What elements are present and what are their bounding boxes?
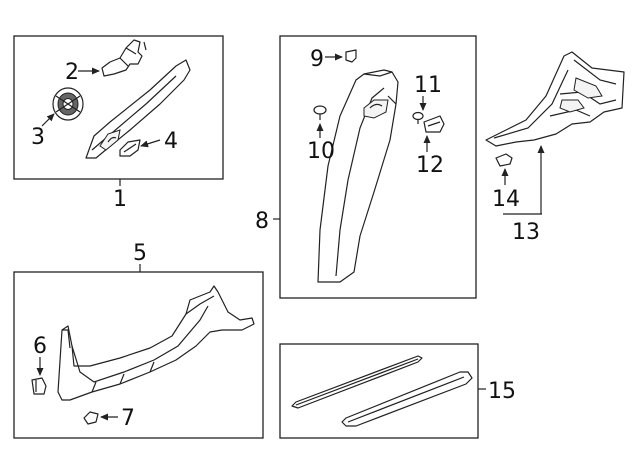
part-4-cap: [119, 139, 141, 157]
part-11-screw: [412, 111, 424, 124]
callout-12: 12: [416, 153, 444, 178]
callout-15: 15: [488, 379, 516, 404]
callout-8: 8: [255, 209, 269, 234]
sill-strip-right: [341, 371, 473, 427]
part-9-clip: [345, 49, 357, 63]
part-6-clip: [31, 377, 47, 395]
callout-9: 9: [310, 47, 324, 72]
callout-6: 6: [33, 334, 47, 359]
callout-2: 2: [65, 60, 79, 85]
group-8-box: 8: [255, 35, 477, 299]
part-7-clip: [83, 411, 99, 425]
callout-7: 7: [121, 406, 135, 431]
a-pillar-trim-panel: [85, 59, 191, 159]
part-3-speaker-grille: [52, 87, 84, 121]
callout-13: 13: [512, 220, 540, 245]
sill-strip-left: [291, 355, 423, 409]
part-10-clip: [313, 105, 327, 120]
group-5-box: 5: [13, 241, 264, 439]
part-12-cover: [423, 115, 445, 133]
group-1-box: 1: [13, 35, 224, 212]
quarter-trim-panel: [485, 51, 625, 147]
part-14-clip: [495, 153, 513, 167]
part-2-clip: [101, 39, 147, 77]
scuff-plate-panel: [57, 285, 255, 401]
group-15-box: 15: [279, 343, 516, 439]
callout-4: 4: [164, 129, 178, 154]
callout-11: 11: [414, 73, 442, 98]
callout-3: 3: [31, 125, 45, 150]
callout-10: 10: [307, 139, 335, 164]
callout-5: 5: [133, 241, 147, 266]
callout-1: 1: [113, 187, 127, 212]
b-pillar-trim-panel: [317, 69, 399, 283]
callout-14: 14: [492, 187, 520, 212]
